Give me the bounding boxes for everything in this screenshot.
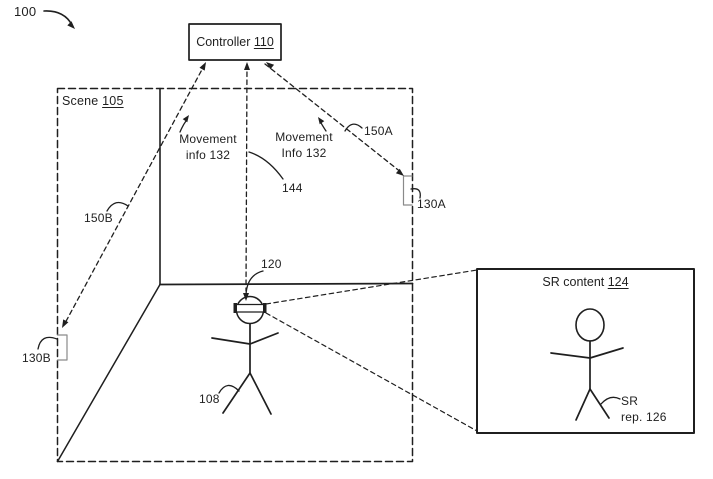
- sr-rep-label: SR rep. 126: [621, 394, 667, 425]
- controller-arrowhead-150a: [266, 62, 275, 70]
- movement-info-label-right: Movement Info 132: [266, 129, 342, 161]
- hmd-strap-right: [263, 303, 267, 313]
- sensor-130a-icon: [402, 175, 413, 206]
- ref-130b: 130B: [22, 351, 51, 365]
- person-figure: [211, 295, 279, 415]
- ref-120: 120: [261, 257, 282, 271]
- leader-150a: [344, 123, 363, 132]
- sr-callout-line-top: [265, 269, 478, 305]
- leader-100: [43, 10, 73, 26]
- ref-130a: 130A: [417, 197, 446, 211]
- leader-130a: [410, 188, 421, 199]
- link-144-line: [245, 63, 248, 292]
- floor-corner-edge: [56, 283, 161, 463]
- sr-rep-line2: rep. 126: [621, 409, 667, 424]
- ref-150a: 150A: [364, 124, 393, 138]
- scene-label: Scene 105: [62, 93, 124, 110]
- leader-126: [600, 396, 621, 405]
- leader-108: [218, 384, 240, 394]
- sr-content-label-text: SR content: [542, 275, 605, 289]
- controller-box: [188, 23, 282, 61]
- hmd-strap-left: [233, 303, 237, 313]
- sr-figure-arms: [550, 347, 624, 359]
- scene-boundary-box: [56, 87, 414, 463]
- controller-label: Controller 110: [189, 24, 281, 60]
- movement-right-arrowhead: [318, 117, 325, 125]
- leader-130b: [37, 336, 58, 350]
- sr-content-label: SR content 124: [477, 275, 694, 289]
- figure-100-arrowhead: [67, 21, 75, 29]
- leader-120: [245, 270, 264, 296]
- sensor-b-arrowhead: [62, 319, 69, 328]
- controller-ref: 110: [253, 35, 274, 49]
- sensor-130b-icon: [56, 334, 68, 361]
- scene-ref: 105: [102, 94, 124, 108]
- sr-rep-figure: [550, 308, 624, 421]
- movement-right-line2: Info 132: [281, 146, 327, 161]
- ref-150b: 150B: [84, 211, 113, 225]
- ref-108: 108: [199, 392, 220, 406]
- figure-number: 100: [14, 3, 36, 21]
- controller-arrowhead-150b: [199, 62, 206, 71]
- sr-figure-legs: [575, 388, 610, 421]
- movement-left-line2: info 132: [185, 148, 231, 163]
- sr-callout-line-bottom: [265, 312, 478, 432]
- hmd-band: [235, 303, 265, 313]
- person-legs: [222, 372, 272, 415]
- movement-left-arrowhead: [182, 115, 189, 123]
- leader-150b: [106, 201, 129, 212]
- sr-rep-line1: SR: [621, 394, 639, 408]
- link-150a-line: [264, 63, 403, 174]
- movement-right-line1: Movement: [275, 130, 333, 144]
- link-150b-line: [63, 63, 206, 326]
- controller-label-text: Controller: [196, 35, 251, 49]
- back-wall-floor-edge: [159, 282, 414, 286]
- controller-arrowhead-144: [244, 62, 250, 70]
- movement-info-label-left: Movement info 132: [170, 131, 246, 163]
- figure-number-text: 100: [14, 4, 37, 19]
- leader-movement-left: [179, 120, 187, 133]
- sr-content-ref: 124: [607, 275, 629, 289]
- sr-content-box: [476, 268, 695, 434]
- sensor-a-arrowhead: [395, 168, 404, 176]
- ref-144: 144: [282, 181, 303, 195]
- scene-label-text: Scene: [62, 94, 99, 108]
- movement-left-line1: Movement: [179, 132, 237, 146]
- person-arms: [211, 332, 279, 345]
- hmd-arrowhead: [243, 293, 249, 301]
- leader-144: [248, 151, 284, 180]
